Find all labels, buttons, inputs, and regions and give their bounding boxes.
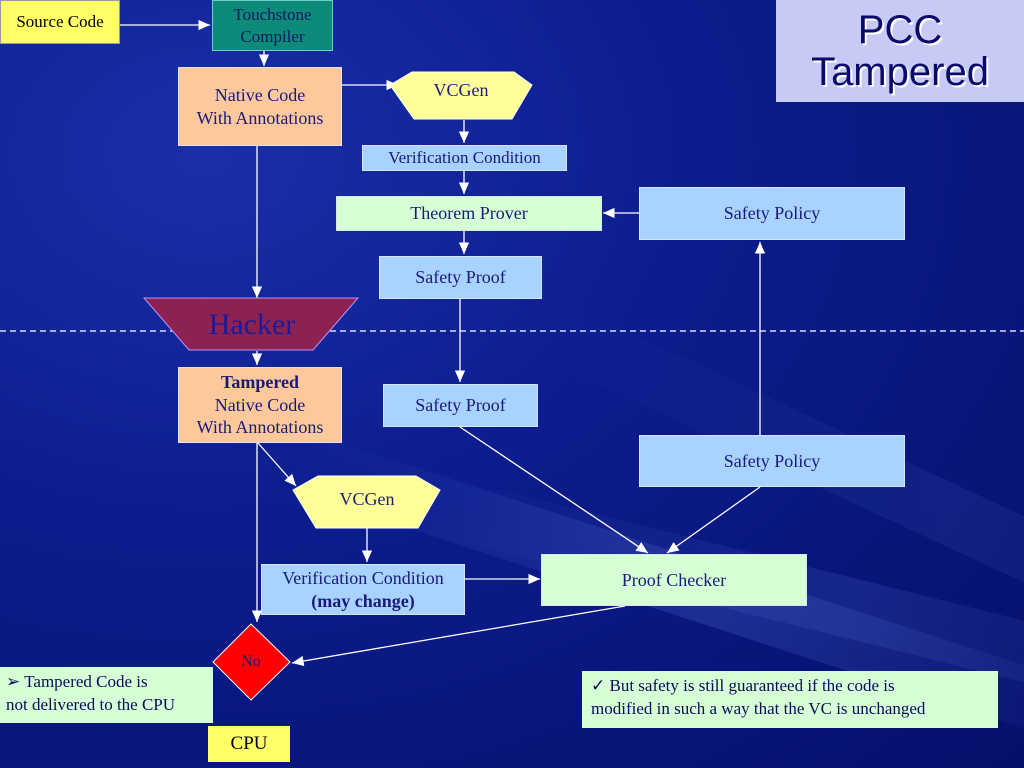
native-code-line2: With Annotations	[196, 107, 324, 128]
safety-proof-bottom-node: Safety Proof	[383, 384, 538, 427]
verification-condition-bottom-node: Verification Condition (may change)	[261, 564, 465, 615]
hacker-shape	[142, 297, 360, 351]
safety-policy-bottom-node: Safety Policy	[639, 435, 905, 487]
proof-checker-label: Proof Checker	[621, 569, 727, 590]
compiler-label-line1: Touchstone	[233, 5, 312, 25]
tampered-label-line2: Native Code	[214, 394, 306, 415]
left-note-line2: not delivered to the CPU	[6, 694, 176, 714]
vc-top-label: Verification Condition	[388, 148, 541, 168]
no-diamond-shape	[212, 623, 291, 701]
right-note-line2: modified in such a way that the VC is un…	[591, 698, 926, 718]
native-code-node: Native Code With Annotations	[178, 67, 342, 146]
vc-bottom-line2: (may change)	[311, 590, 415, 611]
title-line1: PCC	[857, 8, 943, 52]
cpu-label: CPU	[230, 733, 268, 755]
vc-bottom-line1: Verification Condition	[282, 568, 444, 588]
tampered-label-line1: Tampered	[220, 372, 299, 393]
source-code-label: Source Code	[16, 12, 104, 32]
arrow-bullet-icon: ➢	[6, 672, 21, 691]
cpu-node: CPU	[208, 726, 290, 762]
native-code-line1: Native Code	[214, 85, 306, 105]
tampered-label-line3: With Annotations	[196, 417, 324, 438]
touchstone-compiler-node: Touchstone Compiler	[212, 0, 333, 51]
no-label: No	[241, 653, 261, 670]
left-note-text1: Tampered Code is	[24, 672, 148, 691]
vcgen-bottom-label: VCGen	[339, 488, 395, 509]
title-line2: Tampered	[811, 50, 989, 94]
arrow-checker-to-no	[291, 605, 626, 667]
source-code-node: Source Code	[0, 0, 120, 44]
hacker-label: Hacker	[208, 308, 296, 341]
vcgen-top-label: VCGen	[433, 79, 489, 100]
theorem-prover-label: Theorem Prover	[410, 203, 528, 224]
right-note: ✓ But safety is still guaranteed if the …	[582, 671, 998, 728]
safety-policy-top-node: Safety Policy	[639, 187, 905, 240]
left-note: ➢ Tampered Code is not delivered to the …	[0, 667, 213, 723]
title-box: PCC Tampered	[776, 0, 1024, 102]
vcgen-top-node: VCGen	[400, 72, 522, 108]
safety-proof-bottom-label: Safety Proof	[415, 395, 506, 416]
right-note-text1: But safety is still guaranteed if the co…	[609, 676, 895, 695]
checkmark-icon: ✓	[591, 676, 606, 695]
safety-proof-top-label: Safety Proof	[415, 267, 506, 288]
arrow-proof-to-checker	[459, 426, 649, 554]
arrow-tampered-to-vcgen	[257, 442, 297, 487]
right-note-line1: ✓ But safety is still guaranteed if the …	[591, 675, 992, 698]
no-node: No	[226, 648, 276, 676]
verification-condition-top-node: Verification Condition	[362, 145, 567, 171]
arrow-policy-to-checker	[666, 486, 761, 554]
left-note-line1: ➢ Tampered Code is	[6, 671, 207, 694]
safety-proof-top-node: Safety Proof	[379, 256, 542, 299]
proof-checker-node: Proof Checker	[541, 554, 807, 606]
hacker-node: Hacker	[170, 300, 334, 350]
vcgen-top-shape	[389, 71, 533, 120]
tampered-native-code-node: Tampered Native Code With Annotations	[178, 367, 342, 443]
safety-policy-bottom-label: Safety Policy	[723, 450, 821, 471]
vcgen-bottom-node: VCGen	[306, 480, 428, 518]
compiler-label-line2: Compiler	[240, 26, 305, 46]
safety-policy-top-label: Safety Policy	[723, 203, 821, 224]
vcgen-bottom-shape	[292, 475, 441, 529]
theorem-prover-node: Theorem Prover	[336, 196, 602, 231]
